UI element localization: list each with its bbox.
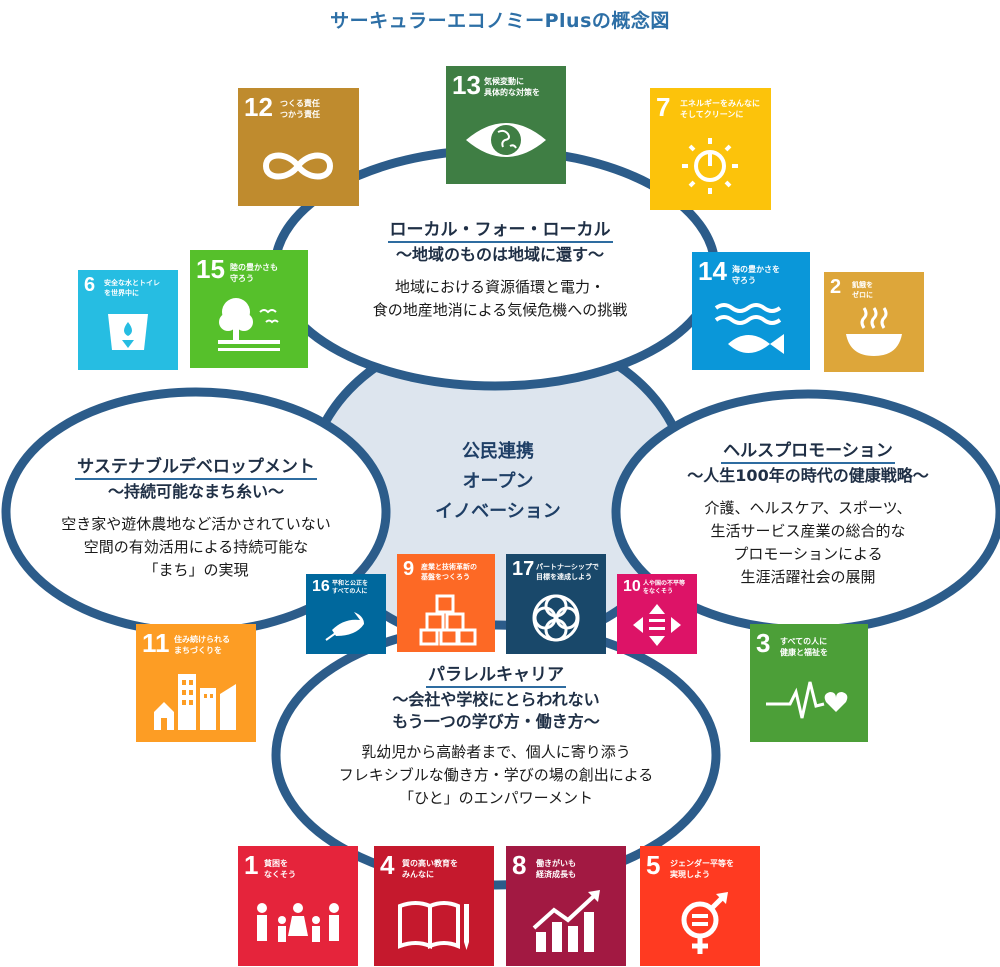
diagram-title: サーキュラーエコノミーPlusの概念図	[330, 10, 670, 32]
right-sub: 〜人生100年の時代の健康戦略〜	[687, 466, 929, 485]
family-icon	[257, 903, 339, 942]
right-body-3: プロモーションによる	[733, 545, 883, 563]
sdg-tile-14: 14 海の豊かさを守ろう	[692, 252, 810, 370]
sdg-tile-1: 1 貧困をなくそう	[238, 846, 358, 966]
book-icon	[398, 901, 469, 950]
sdg-tile-5: 5 ジェンダー平等を実現しよう	[640, 846, 760, 966]
sdg-tile-2: 2 飢餓をゼロに	[824, 272, 924, 372]
bowl-icon	[846, 307, 902, 356]
sdg-tile-10: 10 人や国の不平等をなくそう	[617, 574, 697, 654]
sdg-tile-7: 7 エネルギーをみんなにそしてクリーンに	[650, 88, 771, 210]
sdg-tile-16: 16 平和と公正をすべての人に	[306, 574, 386, 654]
water-icon	[108, 314, 148, 350]
rings-icon	[532, 594, 580, 642]
top-sub: 〜地域のものは地域に還す〜	[395, 245, 604, 264]
top-body-2: 食の地産地消による気候危機への挑戦	[372, 301, 628, 319]
bottom-body-1: 乳幼児から高齢者まで、個人に寄り添う	[361, 743, 631, 761]
gender-icon	[681, 892, 728, 954]
left-body-3: 「まち」の実現	[143, 561, 249, 579]
sun-power-icon	[682, 138, 738, 194]
equality-icon	[633, 604, 681, 646]
sdg-tile-15: 15 陸の豊かさも守ろう	[190, 250, 308, 368]
eye-earth-icon	[466, 123, 546, 157]
left-heading: サステナブルデベロップメント	[75, 457, 317, 480]
right-body-4: 生涯活躍社会の展開	[740, 568, 876, 586]
tree-icon	[218, 298, 280, 351]
sdg-tile-11: 11 住み続けられるまちづくりを	[136, 624, 256, 742]
bottom-body-3: 「ひと」のエンパワーメント	[399, 789, 593, 807]
sdg-tile-8: 8 働きがいも経済成長も	[506, 846, 626, 966]
top-heading: ローカル・フォー・ローカル	[387, 220, 613, 243]
left-body-1: 空き家や遊休農地など活かされていない	[61, 515, 331, 533]
left-sub: 〜持続可能なまち糸い〜	[107, 482, 284, 501]
bottom-circle	[271, 620, 721, 890]
bottom-body-2: フレキシブルな働き方・学びの場の創出による	[338, 766, 654, 784]
sdg-tile-9: 9 産業と技術革新の基盤をつくろう	[397, 554, 495, 652]
city-icon	[154, 674, 236, 730]
fish-icon	[714, 303, 784, 354]
center-line-2: オープン	[462, 471, 534, 492]
left-body-2: 空間の有効活用による持続可能な	[83, 538, 309, 556]
cubes-icon	[419, 594, 477, 646]
center-line-1: 公民連携	[462, 441, 534, 462]
right-body-2: 生活サービス産業の総合的な	[710, 522, 906, 540]
center-line-3: イノベーション	[435, 501, 561, 522]
bottom-circle-text: パラレルキャリア 〜会社や学校にとらわれない もう一つの学び方・働き方〜 乳幼児…	[296, 664, 696, 810]
heartbeat-icon	[766, 681, 848, 719]
top-body-1: 地域における資源循環と電力・	[394, 278, 605, 296]
bottom-sub-2: もう一つの学び方・働き方〜	[392, 712, 600, 731]
infinity-icon	[262, 152, 334, 180]
growth-chart-icon	[532, 890, 600, 952]
right-body-1: 介護、ヘルスケア、スポーツ、	[704, 499, 912, 517]
top-circle-text: ローカル・フォー・ローカル 〜地域のものは地域に還す〜 地域における資源循環と電…	[300, 219, 700, 322]
sdg-tile-12: 12 つくる責任つかう責任	[238, 88, 359, 206]
bottom-heading: パラレルキャリア	[426, 665, 566, 688]
sdg-tile-3: 3 すべての人に健康と福祉を	[750, 624, 868, 742]
sdg-tile-13: 13 気候変動に具体的な対策を	[446, 66, 566, 184]
right-circle-text: ヘルスプロモーション 〜人生100年の時代の健康戦略〜 介護、ヘルスケア、スポー…	[628, 440, 988, 589]
right-heading: ヘルスプロモーション	[721, 441, 895, 464]
left-circle-text: サステナブルデベロップメント 〜持続可能なまち糸い〜 空き家や遊休農地など活かさ…	[16, 456, 376, 582]
center-text: 公民連携 オープン イノベーション	[398, 437, 598, 527]
sdg-tile-4: 4 質の高い教育をみんなに	[374, 846, 494, 966]
dove-icon	[325, 612, 364, 641]
sdg-tile-17: 17 パートナーシップで目標を達成しよう	[506, 554, 606, 654]
sdg-tile-6: 6 安全な水とトイレを世界中に	[78, 270, 178, 370]
bottom-sub-1: 〜会社や学校にとらわれない	[392, 690, 600, 709]
